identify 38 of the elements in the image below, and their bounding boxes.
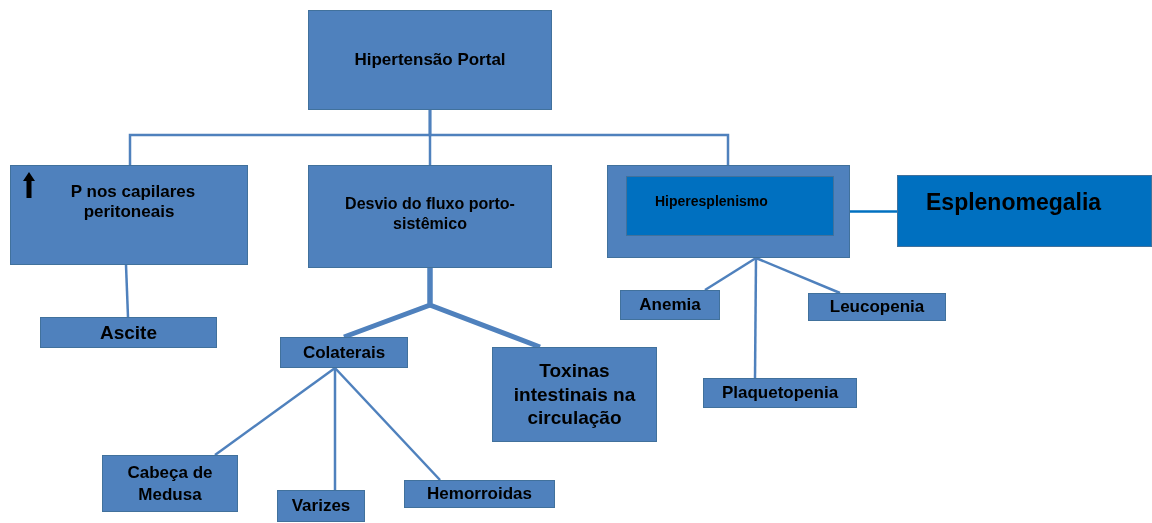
process-box: [10, 165, 248, 265]
process-box: [308, 165, 552, 268]
node-text: Hipertensão Portal: [353, 49, 507, 71]
process-box: [620, 290, 720, 320]
node-text: Esplenomegalia: [925, 188, 1103, 217]
node-text: Cabeça de Medusa: [126, 462, 214, 505]
connector-line: [753, 258, 758, 378]
process-box: [492, 347, 657, 442]
node-text: Plaquetopenia: [720, 382, 840, 404]
connector-line: [755, 256, 841, 295]
process-box: [277, 490, 365, 522]
process-box: [102, 455, 238, 512]
process-box: [404, 480, 555, 508]
connector-line: [704, 256, 757, 292]
node-text: Ascite: [99, 320, 158, 345]
connector-line: [334, 367, 441, 481]
process-box: [280, 337, 408, 368]
process-box: [897, 175, 1152, 247]
connector-line: [124, 264, 130, 318]
process-box: [703, 378, 857, 408]
node-text: Leucopenia: [828, 296, 926, 318]
node-text: Desvio do fluxo porto-sistêmico: [344, 194, 516, 234]
node-text: Hiperesplenismo: [654, 193, 769, 211]
connector-line: [333, 368, 337, 490]
connector-line: [428, 110, 730, 165]
node-text: Varizes: [290, 495, 352, 517]
connector-line: [214, 367, 336, 456]
process-box: [808, 293, 946, 321]
frame-box: [607, 165, 850, 258]
node-text: Toxinas intestinais na circulação: [512, 358, 637, 431]
node-text: Colaterais: [301, 341, 387, 364]
node-text: Hemorroidas: [426, 483, 533, 505]
process-box: [626, 176, 834, 236]
process-box: [40, 317, 217, 348]
process-box: [308, 10, 552, 110]
connector-line: [850, 210, 897, 213]
node-text: Anemia: [638, 294, 702, 316]
node-text: P nos capilares peritoneais: [69, 182, 196, 222]
